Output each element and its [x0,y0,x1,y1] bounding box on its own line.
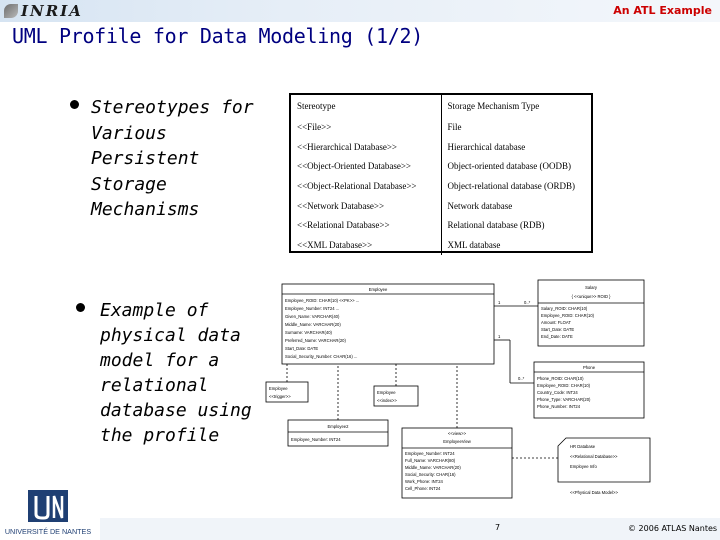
table-header-cell: Stereotype [291,95,442,117]
table-cell: Object-oriented database (OODB) [447,161,571,172]
physical-data-model-diagram: Employee Employee_ROID: CHAR(10) <<PK>> … [265,279,651,499]
table-cell: File [447,121,462,132]
bullet-dot [76,303,85,312]
trigger-title: Employee [269,386,288,391]
university-name: UNIVERSITÉ DE NANTES [5,527,91,536]
note-text: Employee Info [570,464,597,469]
diagram-text: Social_Security_Number: CHAR(16) ... [285,354,357,359]
table-cell: Object-relational database (ORDB) [447,180,575,191]
diagram-text: Employee_ROID: CHAR(10) [537,383,591,388]
diagram-text: Surname: VARCHAR(40) [285,330,333,335]
diagram-text: Start_Date: DATE [285,346,318,351]
association-label: 0..* [518,376,525,381]
table-row: <<Hierarchical Database>> Hierarchical d… [291,136,591,157]
employee-title: Employee [369,287,388,292]
top-banner [0,0,720,22]
salary-title: Salary [585,285,598,290]
diagram-caption: <<Physical Data Model>> [570,490,619,495]
phone-title: Phone [583,365,596,370]
trigger-stereotype: <<trigger>> [269,394,291,399]
page-number: 7 [495,523,501,532]
employee-view-box [401,427,513,499]
inria-logo: INRIA [4,2,83,20]
index-title: Employee [377,390,396,395]
diagram-text: Cell_Phone: INT24 [405,486,441,491]
trigger-box [265,381,309,403]
table-row: <<Network Database>> Network database [291,195,591,216]
diagram-text: Middle_Name: VARCHAR(20) [405,465,461,470]
diagram-text: Given_Name: VARCHAR(40) [285,314,340,319]
bullet-1-text: Stereotypes for Various Persistent Stora… [91,97,254,220]
association-label: 1 [498,300,501,305]
table-header-cell: Storage Mechanism Type [447,101,540,111]
table-cell: XML database [447,239,501,250]
note-title: HR Database [570,444,596,449]
footer-band [100,518,720,540]
table-row: <<Relational Database>> Relational datab… [291,215,591,236]
index-stereotype: <<index>> [377,398,397,403]
table-row: <<XML Database>> XML database [291,235,591,255]
table-cell: <<File>> [291,117,442,137]
diagram-text: Country_Code: INT24 [537,390,578,395]
view-title: EmployeeView [443,439,472,444]
diagram-text: Employee_ROID: CHAR(10) [541,313,595,318]
employee2-table-box [287,419,389,447]
hr-database-note [557,437,651,483]
salary-table-box [537,279,645,347]
table-row: <<File>> File [291,117,591,137]
diagram-text: Phone_ROID: CHAR(10) [537,376,584,381]
diagram-text: Middle_Name: VARCHAR(20) [285,322,341,327]
slide-title: UML Profile for Data Modeling (1/2) [12,24,423,48]
association-label: 1 [498,334,501,339]
employee-table-box [281,283,495,365]
note-text: <<Relational Database>> [570,454,618,459]
table-row: <<Object-Relational Database>> Object-re… [291,176,591,196]
table-cell: <<Hierarchical Database>> [291,136,442,157]
diagram-text: Phone_Type: VARCHAR(20) [537,397,591,402]
table-cell: <<Object-Oriented Database>> [291,156,442,177]
table-cell: <<XML Database>> [291,235,442,255]
employee2-title: Employee2 [328,424,350,429]
table-cell: <<Relational Database>> [291,215,442,236]
table-row: <<Object-Oriented Database>> Object-orie… [291,156,591,177]
diagram-text: Employee_Number: INT24 ... [285,306,339,311]
universite-de-nantes-logo: UNIVERSITÉ DE NANTES [0,484,96,540]
diagram-text: Amount: FLOAT [541,320,571,325]
bullet-2-text: Example of physical data model for a rel… [100,300,252,446]
table-cell: Hierarchical database [447,141,526,152]
stereotype-table: Stereotype Storage Mechanism Type <<File… [289,93,593,255]
diagram-text: Start_Date: DATE [541,327,574,332]
diagram-text: Full_Name: VARCHAR(80) [405,458,456,463]
phone-table-box [533,361,645,419]
index-box [373,385,419,407]
table-cell: Network database [447,200,513,211]
association-label: 0..* [524,300,531,305]
diagram-text: Social_Security: CHAR(16) [405,472,456,477]
diagram-text: Employee_Number: INT24 [291,437,341,442]
diagram-text: End_Date: DATE [541,334,573,339]
diagram-text: Preferred_Name: VARCHAR(20) [285,338,346,343]
inria-logo-icon [4,4,18,18]
table-cell: <<Network Database>> [291,195,442,216]
table-cell: <<Object-Relational Database>> [291,176,442,196]
table-cell: Relational database (RDB) [447,220,545,231]
bullet-dot [70,100,79,109]
section-label: An ATL Example [613,4,712,17]
diagram-text: Work_Phone: INT24 [405,479,444,484]
diagram-text: Employee_ROID: CHAR(10) <<PK>> ... [285,298,359,303]
diagram-text: Phone_Number: INT24 [537,404,581,409]
inria-logo-text: INRIA [21,2,83,20]
salary-subtitle: { <<unique>> ROID } [571,294,611,299]
copyright: © 2006 ATLAS Nantes [628,524,718,533]
diagram-text: Salary_ROID: CHAR(10) [541,306,588,311]
table-header-row: Stereotype Storage Mechanism Type [291,95,591,117]
diagram-text: Employee_Number: INT24 [405,451,455,456]
view-stereotype: <<view>> [448,431,467,436]
